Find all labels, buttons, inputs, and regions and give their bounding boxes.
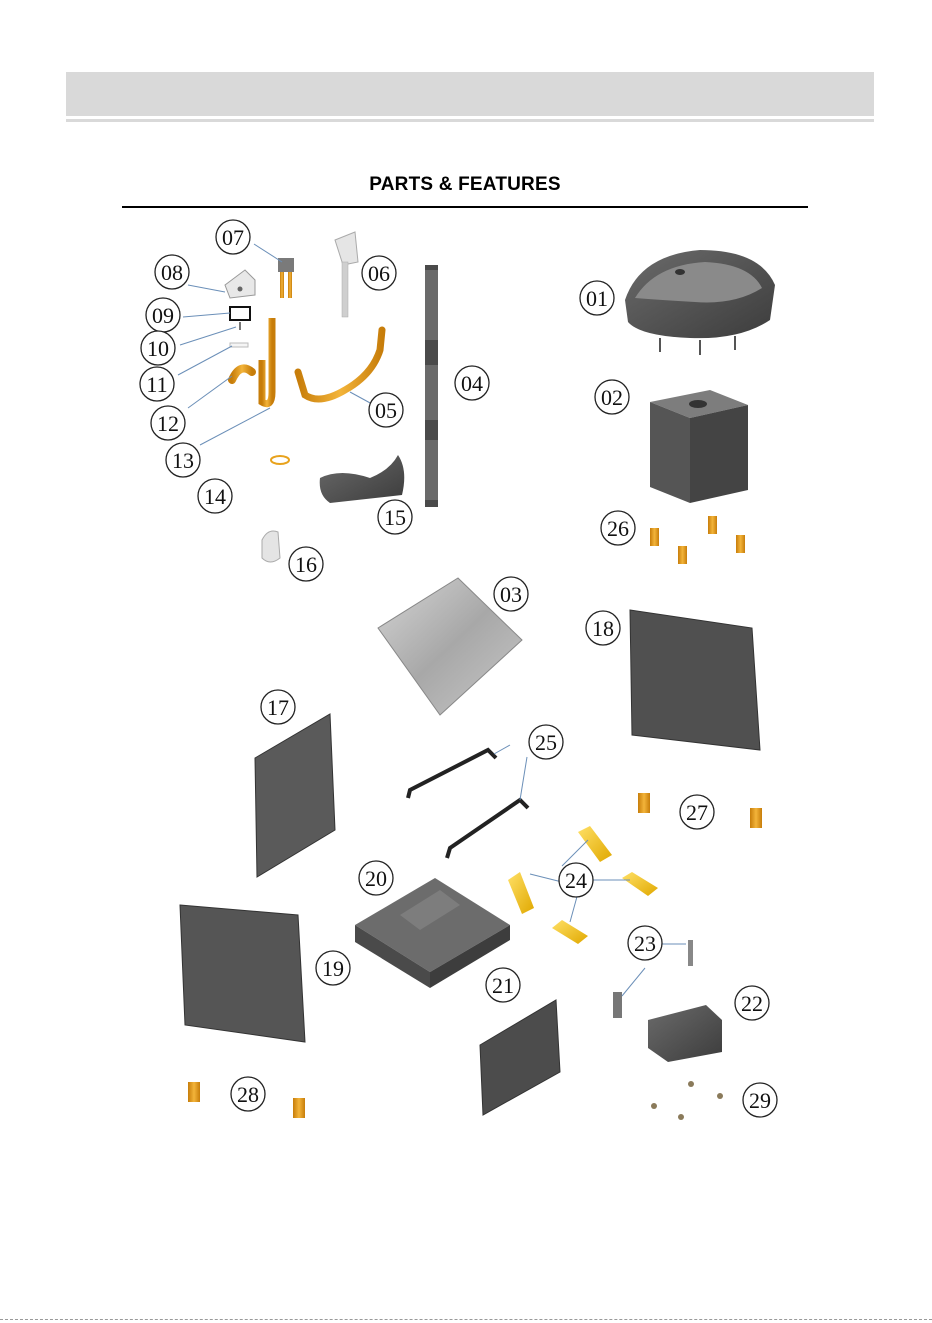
part-21-front-panel — [480, 1000, 560, 1115]
callout-25: 25 — [529, 725, 563, 759]
callout-number: 15 — [384, 505, 406, 530]
callout-02: 02 — [595, 380, 629, 414]
part-04-column — [425, 265, 438, 507]
part-27-foot-b — [750, 808, 762, 828]
callout-number: 12 — [157, 411, 179, 436]
callout-01: 01 — [580, 281, 614, 315]
part-27-foot-a — [638, 793, 650, 813]
callout-27: 27 — [680, 795, 714, 829]
callout-23: 23 — [628, 926, 662, 960]
callout-13: 13 — [166, 443, 200, 477]
callout-14: 14 — [198, 479, 232, 513]
part-23-post-a — [688, 940, 693, 966]
callout-07: 07 — [216, 220, 250, 254]
part-25-rails — [408, 750, 528, 858]
callout-number: 22 — [741, 991, 763, 1016]
part-15-neck-rest — [320, 455, 405, 503]
callout-29: 29 — [743, 1083, 777, 1117]
callout-19: 19 — [316, 951, 350, 985]
callout-number: 21 — [492, 973, 514, 998]
part-06-faucet — [335, 232, 358, 317]
callout-04: 04 — [455, 366, 489, 400]
callout-24: 24 — [559, 863, 593, 897]
callout-number: 18 — [592, 616, 614, 641]
callout-number: 29 — [749, 1088, 771, 1113]
callout-number: 06 — [368, 261, 390, 286]
callout-26: 26 — [601, 511, 635, 545]
part-14-ring — [271, 456, 289, 464]
callout-05: 05 — [369, 393, 403, 427]
part-17-side-panel — [255, 714, 335, 877]
part-19-side-panel — [180, 905, 305, 1042]
part-05-hose — [298, 330, 382, 399]
callout-number: 28 — [237, 1082, 259, 1107]
callout-number: 13 — [172, 448, 194, 473]
part-07-valve — [278, 258, 294, 298]
part-18-back-panel — [630, 610, 760, 750]
callout-number: 01 — [586, 286, 608, 311]
part-22-box — [648, 1005, 722, 1062]
page-bottom-border — [0, 1319, 932, 1320]
part-12-elbow — [232, 368, 252, 380]
callout-17: 17 — [261, 690, 295, 724]
callout-20: 20 — [359, 861, 393, 895]
callout-28: 28 — [231, 1077, 265, 1111]
part-28-foot-a — [188, 1082, 200, 1102]
part-09-gasket — [230, 307, 250, 320]
part-08-bracket — [225, 270, 255, 298]
callout-11: 11 — [140, 367, 174, 401]
callout-number: 05 — [375, 398, 397, 423]
part-02-cabinet — [650, 390, 748, 503]
part-13-pipe — [262, 318, 272, 404]
part-23-post-b — [613, 992, 622, 1018]
callout-22: 22 — [735, 986, 769, 1020]
callout-number: 02 — [601, 385, 623, 410]
callout-number: 26 — [607, 516, 629, 541]
callout-number: 11 — [146, 372, 167, 397]
part-11-washer — [230, 343, 248, 347]
part-16-drain — [262, 531, 280, 562]
callout-16: 16 — [289, 547, 323, 581]
callout-10: 10 — [141, 331, 175, 365]
callout-12: 12 — [151, 406, 185, 440]
callout-18: 18 — [586, 611, 620, 645]
callout-number: 25 — [535, 730, 557, 755]
callout-number: 24 — [565, 868, 587, 893]
callout-number: 17 — [267, 695, 289, 720]
callout-number: 16 — [295, 552, 317, 577]
callout-number: 09 — [152, 303, 174, 328]
part-28-foot-b — [293, 1098, 305, 1118]
callout-number: 08 — [161, 260, 183, 285]
part-29-screws — [651, 1081, 723, 1120]
callout-number: 07 — [222, 225, 244, 250]
callout-number: 19 — [322, 956, 344, 981]
callout-number: 20 — [365, 866, 387, 891]
callout-08: 08 — [155, 255, 189, 289]
callout-number: 10 — [147, 336, 169, 361]
callout-06: 06 — [362, 256, 396, 290]
callout-21: 21 — [486, 968, 520, 1002]
callout-09: 09 — [146, 298, 180, 332]
callout-03: 03 — [494, 577, 528, 611]
callout-number: 04 — [461, 371, 483, 396]
callout-number: 27 — [686, 800, 708, 825]
part-26-feet — [650, 516, 745, 564]
callout-number: 03 — [500, 582, 522, 607]
callout-15: 15 — [378, 500, 412, 534]
callout-number: 14 — [204, 484, 226, 509]
part-01-bowl — [625, 250, 775, 355]
callout-number: 23 — [634, 931, 656, 956]
